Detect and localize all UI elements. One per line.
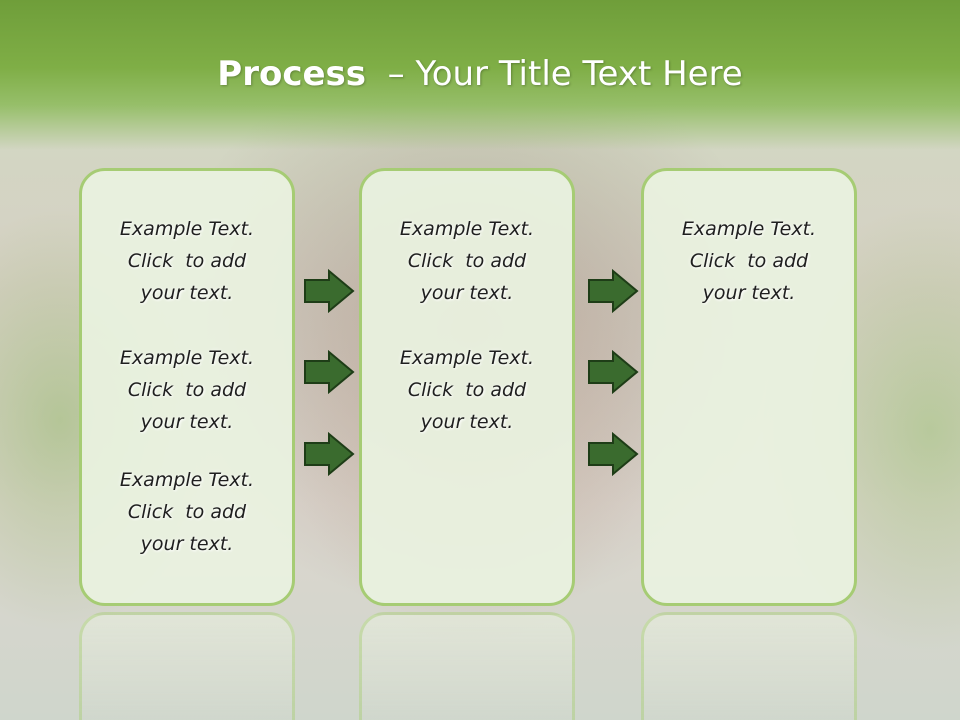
text-line: Example Text. <box>681 218 817 240</box>
text-line: Example Text. <box>119 469 255 491</box>
text-line: Example Text. <box>119 347 255 369</box>
right-arrow-icon[interactable] <box>303 432 355 476</box>
right-arrow-icon[interactable] <box>587 432 639 476</box>
text-block[interactable]: Example Text. Click to add your text. <box>362 342 572 438</box>
right-arrow-icon[interactable] <box>303 269 355 313</box>
text-line: your text. <box>140 533 234 555</box>
process-box-1[interactable]: Example Text. Click to add your text. Ex… <box>79 168 295 606</box>
text-line: Example Text. <box>399 218 535 240</box>
box-reflection <box>359 612 575 720</box>
text-line: Click to add <box>127 379 247 401</box>
text-line: Click to add <box>689 250 809 272</box>
title-rest: – Your Title Text Here <box>387 54 743 94</box>
text-block[interactable]: Example Text. Click to add your text. <box>82 342 292 438</box>
process-box-2[interactable]: Example Text. Click to add your text. Ex… <box>359 168 575 606</box>
text-line: Example Text. <box>119 218 255 240</box>
text-line: your text. <box>702 282 796 304</box>
text-line: your text. <box>420 282 514 304</box>
text-line: your text. <box>420 411 514 433</box>
text-line: your text. <box>140 282 234 304</box>
right-arrow-icon[interactable] <box>587 269 639 313</box>
title-band <box>0 0 960 150</box>
text-line: Click to add <box>127 501 247 523</box>
text-block[interactable]: Example Text. Click to add your text. <box>82 464 292 560</box>
text-block[interactable]: Example Text. Click to add your text. <box>362 213 572 309</box>
text-line: your text. <box>140 411 234 433</box>
title-spacer <box>366 54 388 94</box>
right-arrow-icon[interactable] <box>587 350 639 394</box>
text-line: Example Text. <box>399 347 535 369</box>
text-line: Click to add <box>407 250 527 272</box>
text-block[interactable]: Example Text. Click to add your text. <box>82 213 292 309</box>
process-box-3[interactable]: Example Text. Click to add your text. <box>641 168 857 606</box>
text-line: Click to add <box>127 250 247 272</box>
slide-title[interactable]: Process – Your Title Text Here <box>0 52 960 96</box>
right-arrow-icon[interactable] <box>303 350 355 394</box>
text-block[interactable]: Example Text. Click to add your text. <box>644 213 854 309</box>
box-reflection <box>641 612 857 720</box>
text-line: Click to add <box>407 379 527 401</box>
box-reflection <box>79 612 295 720</box>
title-bold: Process <box>217 54 367 94</box>
